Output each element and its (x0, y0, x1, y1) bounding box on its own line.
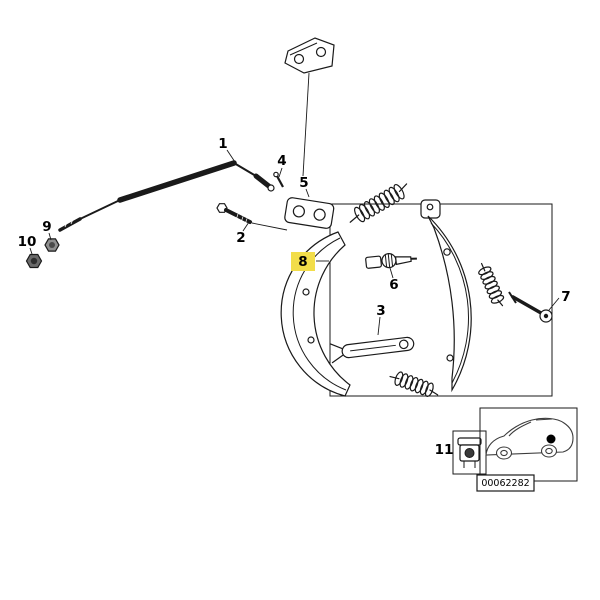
brake-shoe-right (420, 199, 472, 393)
retaining-pin (508, 291, 553, 323)
hex-nut-9 (44, 238, 60, 252)
expander-bar (329, 336, 415, 364)
callout-11[interactable]: 11 (435, 442, 454, 458)
callout-4[interactable]: 4 (277, 153, 286, 169)
callout-10[interactable]: 10 (18, 234, 37, 250)
hold-down-spring (478, 262, 505, 307)
callout-1[interactable]: 1 (218, 136, 227, 152)
callout-9[interactable]: 9 (42, 219, 51, 235)
cable-mounting-bracket (284, 197, 335, 229)
cable-pin (273, 171, 284, 188)
leader-lines (29, 72, 560, 336)
car-icon (485, 417, 574, 460)
callout-7[interactable]: 7 (561, 289, 570, 305)
adjuster-assembly (365, 253, 417, 269)
parking-brake-cable (58, 160, 275, 232)
callout-8: 8 (298, 254, 307, 270)
bracket-part-11 (452, 430, 487, 475)
car-location-inset (479, 407, 578, 482)
brake-shoe-left (280, 231, 351, 397)
cable-guide-bracket (284, 37, 335, 74)
return-spring-upper (349, 183, 408, 223)
part-code: 00062282 (481, 478, 529, 489)
callout-6[interactable]: 6 (389, 277, 398, 293)
callouts: 1 4 5 2 9 10 8 6 3 7 11 (18, 136, 571, 458)
hex-bolt (216, 203, 252, 225)
assembly-outline-box (329, 203, 553, 397)
callout-8-highlighted[interactable]: 8 (291, 252, 315, 271)
hex-nut-10 (25, 253, 43, 269)
callout-8-highlight (291, 252, 315, 271)
callout-2[interactable]: 2 (236, 230, 245, 246)
callout-3[interactable]: 3 (376, 303, 385, 319)
part-code-box: 00062282 (476, 474, 535, 492)
location-dot (546, 434, 556, 444)
return-spring-lower (389, 371, 439, 398)
callout-5[interactable]: 5 (299, 175, 308, 191)
